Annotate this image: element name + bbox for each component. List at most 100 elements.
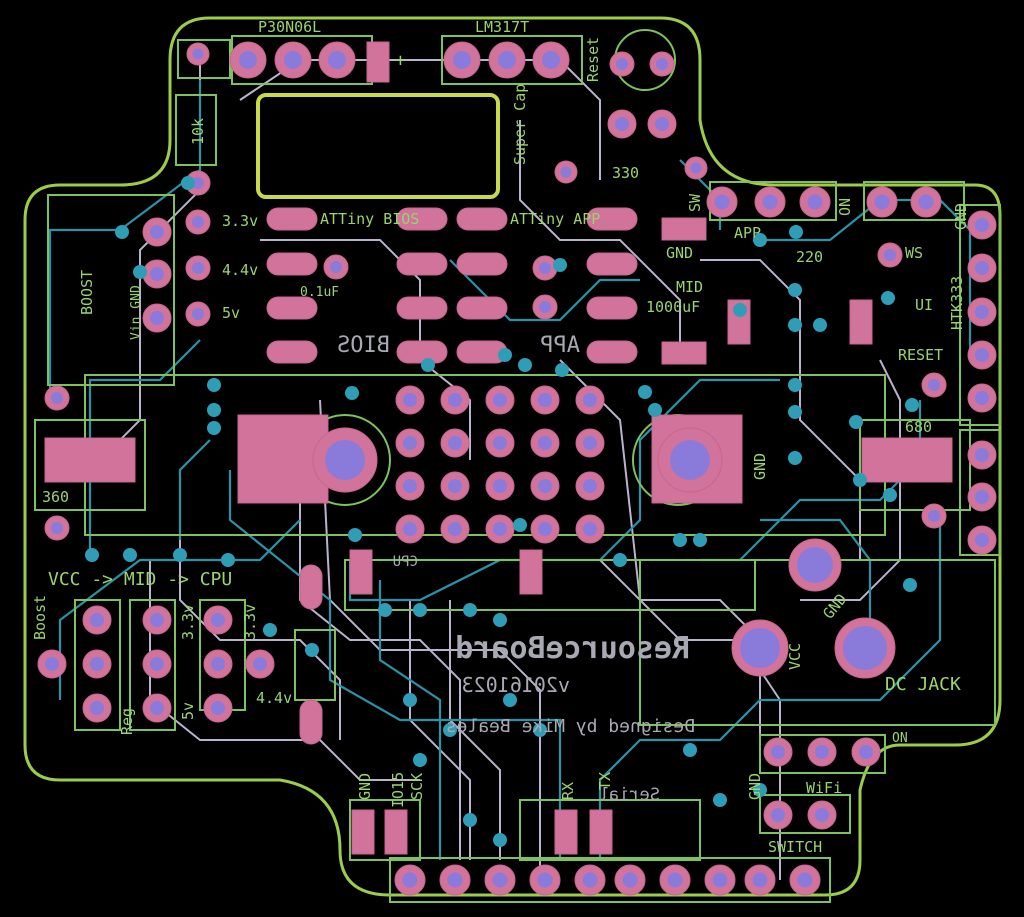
via	[207, 421, 221, 435]
label-htk333: HTK333	[948, 276, 966, 330]
th-pad-drill	[453, 51, 471, 69]
via	[753, 233, 767, 247]
label-4v4-lower: 4.4v	[256, 689, 292, 707]
board-version-mirrored: v20161023	[462, 673, 570, 697]
label-on-wifi: ON	[892, 731, 908, 746]
th-pad-drill	[150, 657, 164, 671]
via	[883, 488, 897, 502]
label-io15: IO15	[389, 772, 407, 808]
label-680: 680	[905, 418, 932, 436]
through-hole-pads	[37, 41, 997, 896]
label-0-1uf: 0.1uF	[300, 285, 339, 300]
th-pad-drill	[539, 262, 551, 274]
via	[493, 833, 507, 847]
via	[503, 693, 517, 707]
label-lm317t: LM317T	[475, 18, 529, 36]
label-gnd-mid: GND	[666, 244, 693, 262]
th-pad-drill	[403, 436, 417, 450]
bottom-side-branding: ResourceBoard v20161023 Designed by Mike…	[446, 631, 695, 737]
via	[733, 303, 747, 317]
th-pad-drill	[403, 479, 417, 493]
ic-pads	[266, 207, 638, 364]
label-dc-jack: DC JACK	[885, 674, 961, 695]
th-pad-drill	[583, 522, 597, 536]
th-pad-drill	[448, 393, 462, 407]
label-super-cap: Super Cap	[511, 84, 529, 165]
th-pad-drill	[150, 267, 164, 281]
board-credit-mirrored: Designed by Mike Beales	[446, 716, 695, 737]
label-5v-lower: 5v	[179, 702, 197, 720]
th-pad-drill	[447, 872, 463, 888]
th-pad-drill	[150, 311, 164, 325]
via	[753, 783, 767, 797]
label-sw: SW	[686, 193, 704, 212]
label-reset-top: Reset	[584, 37, 602, 82]
th-pad-drill	[45, 657, 59, 671]
th-pad-drill	[192, 48, 204, 60]
label-1000uf: 1000uF	[646, 298, 700, 316]
th-pad-drill	[539, 301, 551, 313]
label-on-top: ON	[836, 198, 854, 216]
th-pad-drill	[537, 872, 553, 888]
th-pad-drill	[192, 216, 204, 228]
label-p30n06l: P30N06L	[258, 18, 321, 36]
th-pad-drill	[150, 701, 164, 715]
label-3v3-top: 3.3v	[222, 212, 258, 230]
via	[378, 603, 392, 617]
label-mid: MID	[676, 278, 703, 296]
th-pad-drill	[975, 391, 989, 405]
label-330: 330	[612, 164, 639, 182]
th-pad-drill	[192, 308, 204, 320]
th-pad-drill	[448, 479, 462, 493]
th-pad-drill	[975, 348, 989, 362]
via	[463, 813, 477, 827]
silkscreen-labels: P30N06L LM317T Reset + 10k Super Cap 330…	[31, 18, 970, 856]
label-attiny-app: ATTiny APP	[510, 210, 600, 228]
label-cpu-mirrored: CPU	[393, 554, 418, 570]
th-pad-drill	[616, 58, 628, 70]
via	[443, 723, 457, 737]
th-pad-drill	[90, 701, 104, 715]
th-pad-drill	[90, 613, 104, 627]
label-bios-mirrored: BIOS	[337, 333, 390, 358]
th-pad-drill	[771, 808, 785, 822]
th-pad-drill	[975, 490, 989, 504]
label-5v-top: 5v	[222, 304, 240, 322]
th-pad-drill	[928, 510, 940, 522]
th-pad-drill	[560, 166, 572, 178]
th-pad-drill	[583, 393, 597, 407]
board-outline	[23, 16, 1002, 897]
th-pad-drill	[655, 117, 669, 131]
th-pad-drill	[583, 436, 597, 450]
th-pad-drill	[918, 194, 934, 210]
label-10k: 10k	[189, 118, 207, 145]
label-3v3-lower-b: 3.3v	[241, 604, 259, 640]
label-vcc: VCC	[786, 643, 804, 670]
th-pad-drill	[667, 872, 683, 888]
th-pad-drill	[752, 872, 768, 888]
th-pad-drill	[90, 657, 104, 671]
th-pad-drill	[328, 51, 346, 69]
label-gnd-bottom: GND	[356, 773, 374, 800]
via	[207, 378, 221, 392]
label-ws: WS	[905, 244, 923, 262]
via	[463, 603, 477, 617]
via	[173, 548, 187, 562]
via	[553, 258, 567, 272]
th-pad-drill	[797, 872, 813, 888]
th-pad-drill	[975, 261, 989, 275]
via	[849, 415, 863, 429]
th-pad-drill	[538, 479, 552, 493]
via	[413, 603, 427, 617]
via	[133, 265, 147, 279]
th-pad-drill	[542, 51, 560, 69]
th-pad-drill	[807, 194, 823, 210]
label-app: APP	[734, 224, 761, 242]
th-pad-drill	[622, 872, 638, 888]
via	[498, 348, 512, 362]
label-gnd-jack: GND	[819, 590, 850, 622]
via	[221, 553, 235, 567]
th-pad-drill	[583, 479, 597, 493]
via	[788, 451, 802, 465]
